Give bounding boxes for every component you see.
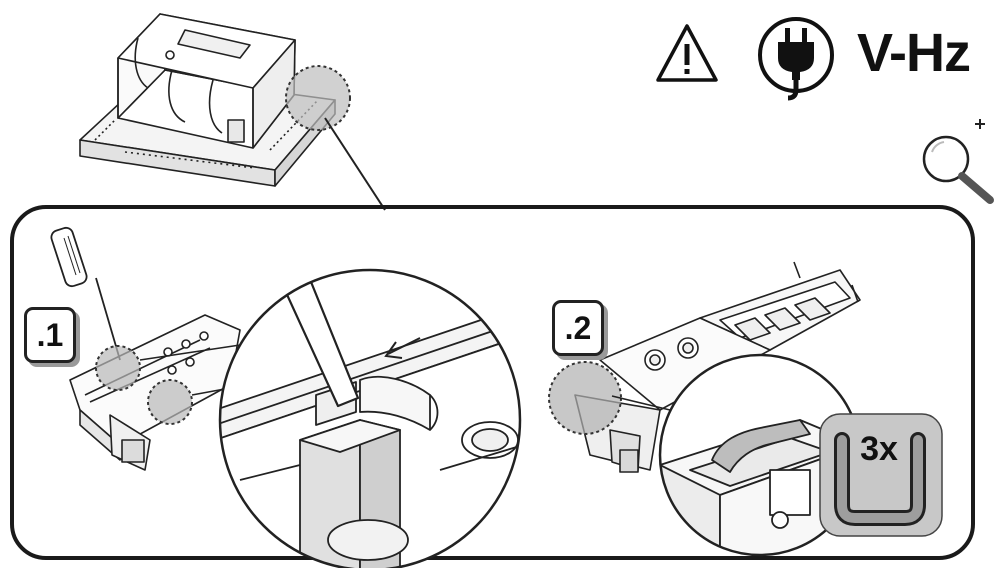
- power-spec-label: V-Hz: [857, 23, 971, 83]
- power-plug-icon: [758, 17, 834, 101]
- step2-assembly: [574, 261, 861, 473]
- step1-callout-b: [147, 379, 193, 425]
- repeat-count-label: 3x: [860, 430, 898, 468]
- step1-zoom-detail: [218, 268, 522, 568]
- magnifier-plus-icon: [922, 119, 994, 204]
- detail-panel: [10, 205, 975, 560]
- step-badge-2: .2: [552, 300, 604, 356]
- callout-leader-line: [324, 117, 386, 211]
- step2-callout: [548, 361, 622, 435]
- detail-callout-top: [285, 65, 351, 131]
- step-badge-1: .1: [24, 307, 76, 363]
- repeat-badge: [819, 413, 943, 537]
- direction-arrow-icon: [384, 337, 421, 359]
- step1-assembly: [50, 226, 241, 471]
- warning-triangle-icon: [656, 24, 718, 82]
- step1-callout-a: [95, 345, 141, 391]
